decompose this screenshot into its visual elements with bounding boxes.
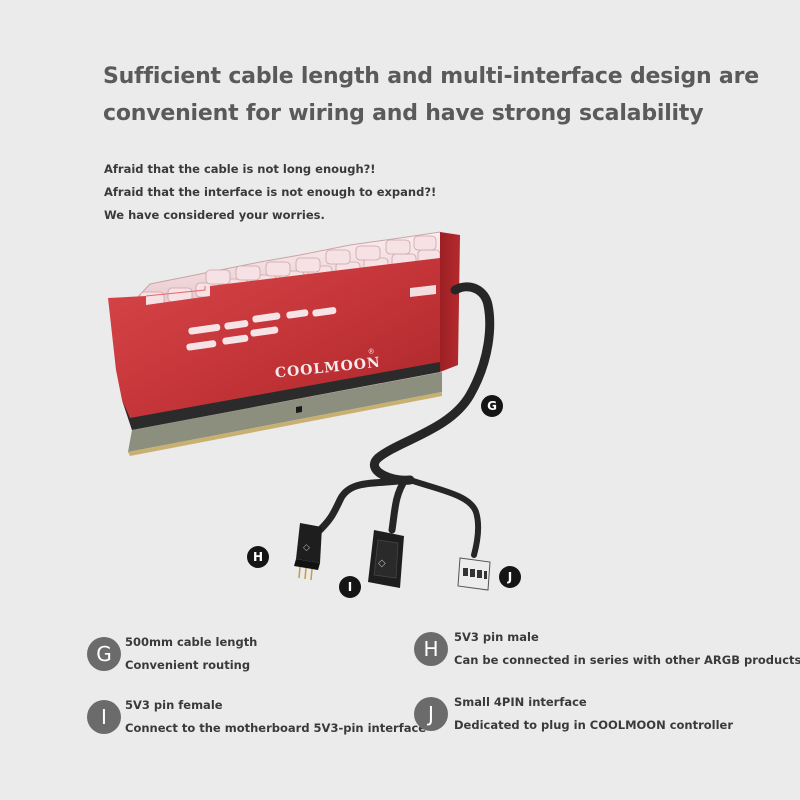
- marker-i: I: [339, 576, 361, 598]
- feature-j-title: Small 4PIN interface: [454, 695, 587, 709]
- ram-heatsink: COOLMOON ®: [108, 232, 460, 456]
- feature-i-title: 5V3 pin female: [125, 698, 223, 712]
- sleeved-cable: [316, 282, 495, 558]
- connector-i-female: ◇: [368, 530, 404, 588]
- feature-h-badge: H: [414, 632, 448, 666]
- intro-line-1: Afraid that the cable is not long enough…: [104, 162, 376, 176]
- feature-h-desc: Can be connected in series with other AR…: [454, 653, 800, 667]
- feature-g-badge: G: [87, 637, 121, 671]
- marker-h: H: [247, 546, 269, 568]
- intro-line-3: We have considered your worries.: [104, 208, 325, 222]
- page-title: Sufficient cable length and multi-interf…: [103, 58, 763, 132]
- svg-text:◇: ◇: [378, 558, 386, 569]
- feature-i-desc: Connect to the motherboard 5V3-pin inter…: [125, 721, 427, 735]
- marker-j: J: [499, 566, 521, 588]
- registered-mark: ®: [367, 347, 375, 356]
- title-line-2: convenient for wiring and have strong sc…: [103, 101, 704, 126]
- feature-j-desc: Dedicated to plug in COOLMOON controller: [454, 718, 734, 732]
- marker-g: G: [481, 395, 503, 417]
- feature-g-desc: Convenient routing: [125, 658, 251, 672]
- feature-i-badge: I: [87, 700, 121, 734]
- feature-j-badge: J: [414, 697, 448, 731]
- svg-text:◇: ◇: [303, 543, 310, 553]
- intro-line-2: Afraid that the interface is not enough …: [104, 185, 437, 199]
- feature-h-title: 5V3 pin male: [454, 630, 539, 644]
- connector-h-male: ◇: [294, 523, 322, 581]
- connector-j-4pin: [457, 557, 491, 591]
- feature-g-title: 500mm cable length: [125, 635, 258, 649]
- intro-text: Afraid that the cable is not long enough…: [104, 158, 436, 227]
- title-line-1: Sufficient cable length and multi-interf…: [103, 64, 759, 89]
